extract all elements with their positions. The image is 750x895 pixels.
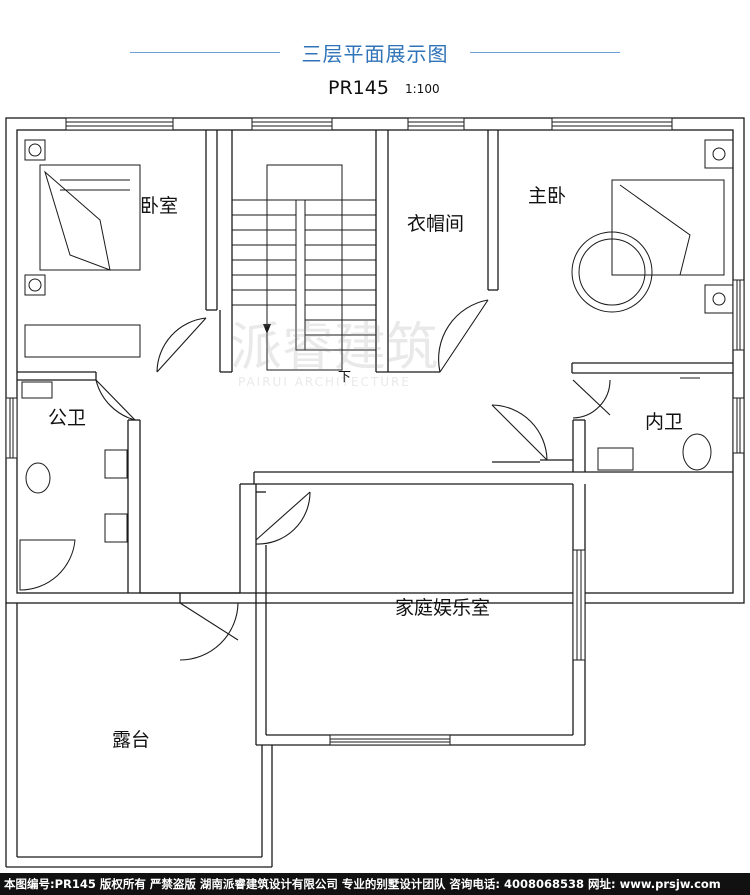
room-label-ensuite-bathroom: 内卫: [645, 411, 683, 433]
ensuite-fixtures: [597, 377, 712, 471]
watermark-en: PAIRUI ARCHITECTURE: [238, 375, 411, 389]
room-label-public-bathroom: 公卫: [48, 407, 86, 429]
terrace-walls: [5, 593, 273, 868]
watermark: 派睿建筑 PAIRUI ARCHITECTURE: [230, 318, 438, 389]
top-windows: [65, 117, 673, 131]
bedroom-walls: [17, 130, 218, 381]
floor-plan: 派睿建筑 PAIRUI ARCHITECTURE 卧室 主卧 衣帽间 公卫 内卫…: [5, 117, 745, 868]
title-rule-right: [470, 52, 620, 53]
page-title: 三层平面展示图: [301, 42, 449, 66]
footer-bar: 本图编号:PR145 版权所有 严禁盗版 湖南派睿建筑设计有限公司 专业的别墅设…: [0, 873, 750, 895]
bedroom-furniture: [24, 139, 141, 358]
room-label-bedroom: 卧室: [140, 195, 178, 217]
watermark-cn: 派睿建筑: [230, 318, 438, 378]
plan-code: PR145: [328, 77, 389, 99]
room-label-terrace: 露台: [112, 729, 150, 751]
stair-down-label: 下: [338, 370, 351, 385]
master-furniture: [571, 139, 734, 314]
public-bath-fixtures: [19, 381, 128, 591]
footer-text: 本图编号:PR145 版权所有 严禁盗版 湖南派睿建筑设计有限公司 专业的别墅设…: [4, 877, 721, 891]
room-label-family-room: 家庭娱乐室: [395, 597, 490, 619]
public-bath-walls: [127, 419, 254, 594]
room-label-cloakroom: 衣帽间: [407, 213, 464, 235]
room-label-master-bedroom: 主卧: [528, 185, 566, 207]
outer-wall: [5, 117, 745, 604]
doors: [95, 299, 611, 661]
staircase: [219, 130, 389, 373]
master-walls: [492, 362, 733, 472]
plan-scale: 1:100: [405, 82, 440, 96]
title-rule-left: [130, 52, 280, 53]
family-room-walls: [253, 471, 733, 746]
header: 三层平面展示图 PR145 1:100: [0, 0, 750, 110]
side-windows: [5, 279, 745, 459]
cloakroom-walls: [376, 130, 499, 373]
